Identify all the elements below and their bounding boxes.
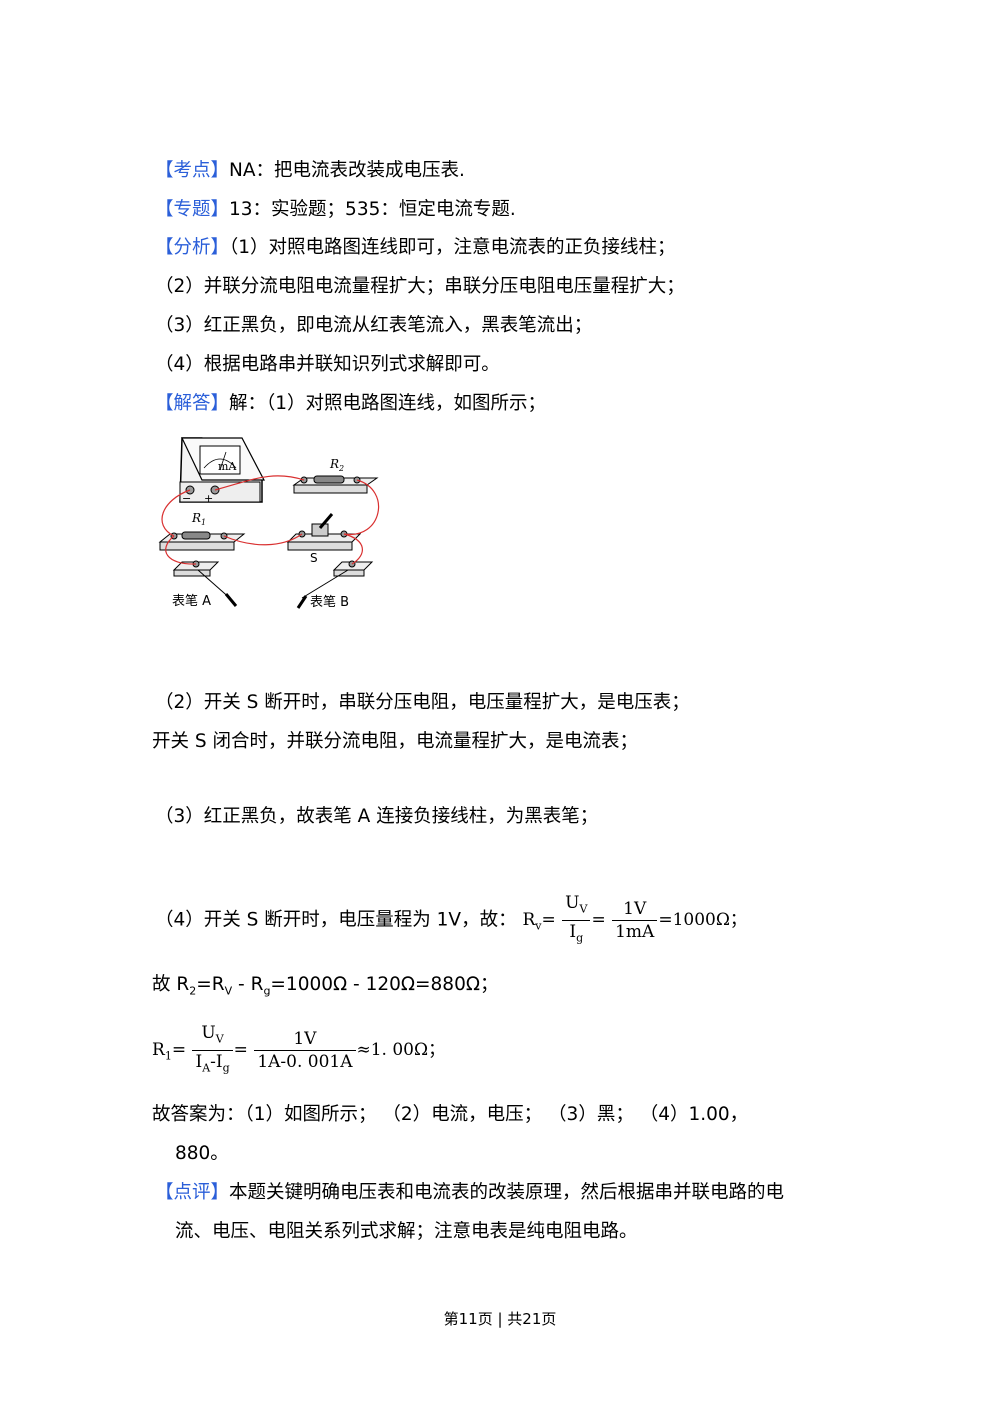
resistor-r1: R1 bbox=[158, 511, 246, 551]
r2-label: R2 bbox=[329, 457, 344, 473]
kaodian-text: NA：把电流表改装成电压表. bbox=[229, 160, 465, 181]
fraction-1v-ia: 1V 1A-0. 001A bbox=[254, 1028, 356, 1073]
dianping-tag: 【点评】 bbox=[155, 1182, 230, 1203]
circuit-figure: mA − + R2 R1 S bbox=[158, 437, 380, 610]
page-footer: 第11页 | 共21页 bbox=[443, 1310, 557, 1328]
jieda-line: 【解答】解：（1）对照电路图连线，如图所示； bbox=[155, 391, 546, 417]
zhuanti-text: 13：实验题；535：恒定电流专题. bbox=[229, 199, 516, 220]
fraction-1v-1ma: 1V 1mA bbox=[612, 898, 658, 943]
fenxi-line-3: （3）红正黑负，即电流从红表笔流入，黑表笔流出； bbox=[155, 315, 593, 336]
answer-line-2: 880。 bbox=[175, 1143, 229, 1164]
probe-a-label: 表笔 A bbox=[172, 593, 211, 609]
minus-sign: − bbox=[182, 492, 191, 505]
fraction-uv-ia-ig: UV IA-Ig bbox=[192, 1022, 233, 1080]
dianping-line-1: 【点评】本题关键明确电压表和电流表的改装原理，然后根据串并联电路的电 bbox=[155, 1182, 785, 1203]
fenxi-line-4: （4）根据电路串并联知识列式求解即可。 bbox=[155, 354, 500, 375]
fenxi-line-2: （2）并联分流电阻电流量程扩大；串联分压电阻电压量程扩大； bbox=[155, 276, 685, 297]
part2-line-2: 开关 S 闭合时，并联分流电阻，电流量程扩大，是电流表； bbox=[152, 731, 639, 752]
fenxi-tag: 【分析】 bbox=[155, 237, 230, 258]
plus-sign: + bbox=[204, 492, 213, 505]
zhuanti-line: 【专题】13：实验题；535：恒定电流专题. bbox=[155, 197, 516, 223]
switch-s: S bbox=[286, 513, 362, 565]
kaodian-tag: 【考点】 bbox=[155, 160, 230, 181]
part3-line: （3）红正黑负，故表笔 A 连接负接线柱，为黑表笔； bbox=[155, 806, 599, 827]
jieda-tag: 【解答】 bbox=[155, 393, 230, 414]
r1-formula: R1= UV IA-Ig = 1V 1A-0. 001A ≈1. 00Ω； bbox=[152, 1023, 445, 1075]
switch-label: S bbox=[310, 551, 318, 565]
red-wires bbox=[161, 475, 380, 565]
probe-b-label: 表笔 B bbox=[310, 594, 349, 610]
rv-formula: Rv= UV Ig = 1V 1mA =1000Ω； bbox=[522, 893, 746, 945]
answer-line-1: 故答案为：（1）如图所示； （2）电流，电压； （3）黑； （4）1.00， bbox=[152, 1104, 749, 1125]
part2-line-1: （2）开关 S 断开时，串联分压电阻，电压量程扩大，是电压表； bbox=[155, 692, 690, 713]
zhuanti-tag: 【专题】 bbox=[155, 199, 230, 220]
meter-label: mA bbox=[218, 460, 237, 473]
part4-line: （4）开关 S 断开时，电压量程为 1V，故： Rv= UV Ig = 1V 1… bbox=[155, 892, 747, 950]
r1-label: R1 bbox=[191, 511, 206, 527]
jieda-text: 解：（1）对照电路图连线，如图所示； bbox=[229, 393, 547, 414]
fenxi-line-1: 【分析】（1）对照电路图连线即可，注意电流表的正负接线柱； bbox=[155, 235, 676, 261]
kaodian-line: 【考点】NA：把电流表改装成电压表. bbox=[155, 158, 465, 184]
milliammeter: mA − + bbox=[179, 437, 265, 505]
part4-text: （4）开关 S 断开时，电压量程为 1V，故： bbox=[155, 909, 517, 931]
resistor-r2: R2 bbox=[292, 457, 379, 494]
dianping-line-2: 流、电压、电阻关系列式求解；注意电表是纯电阻电路。 bbox=[175, 1221, 638, 1242]
probe-b-terminal bbox=[296, 560, 374, 609]
r1-line: R1= UV IA-Ig = 1V 1A-0. 001A ≈1. 00Ω； bbox=[152, 1022, 445, 1080]
fraction-uv-ig: UV Ig bbox=[562, 892, 591, 950]
r2-line: 故 R2=RV - Rg=1000Ω - 120Ω=880Ω； bbox=[152, 974, 499, 998]
fenxi-text-1: （1）对照电路图连线即可，注意电流表的正负接线柱； bbox=[229, 237, 676, 258]
probe-a-terminal bbox=[172, 560, 238, 607]
